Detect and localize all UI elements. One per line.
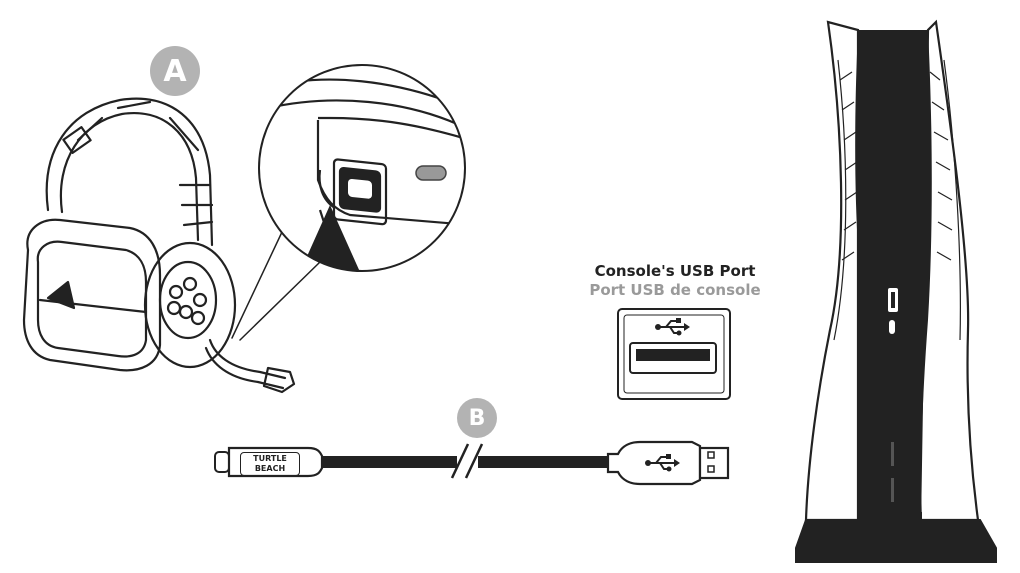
- callout-badge-a: A: [150, 46, 200, 96]
- usb-port-label-fr: Port USB de console: [589, 281, 761, 299]
- callout-badge-b: B: [457, 398, 497, 438]
- usb-port-label-en: Console's USB Port: [594, 262, 756, 280]
- console-usb-port: [617, 308, 731, 400]
- port-closeup: [258, 64, 466, 272]
- usb-icon: [645, 454, 680, 472]
- headset-illustration: [22, 97, 321, 394]
- brand-line-2: BEACH: [254, 464, 286, 473]
- usb-icon: [655, 318, 690, 336]
- callout-b-label: B: [468, 405, 486, 431]
- usb-port-label: Console's USB Port Port USB de console: [560, 262, 790, 300]
- callout-a-label: A: [163, 53, 187, 89]
- cable-brand-logo: TURTLE BEACH: [240, 452, 300, 476]
- game-console: [795, 19, 997, 563]
- brand-line-1: TURTLE: [253, 454, 287, 463]
